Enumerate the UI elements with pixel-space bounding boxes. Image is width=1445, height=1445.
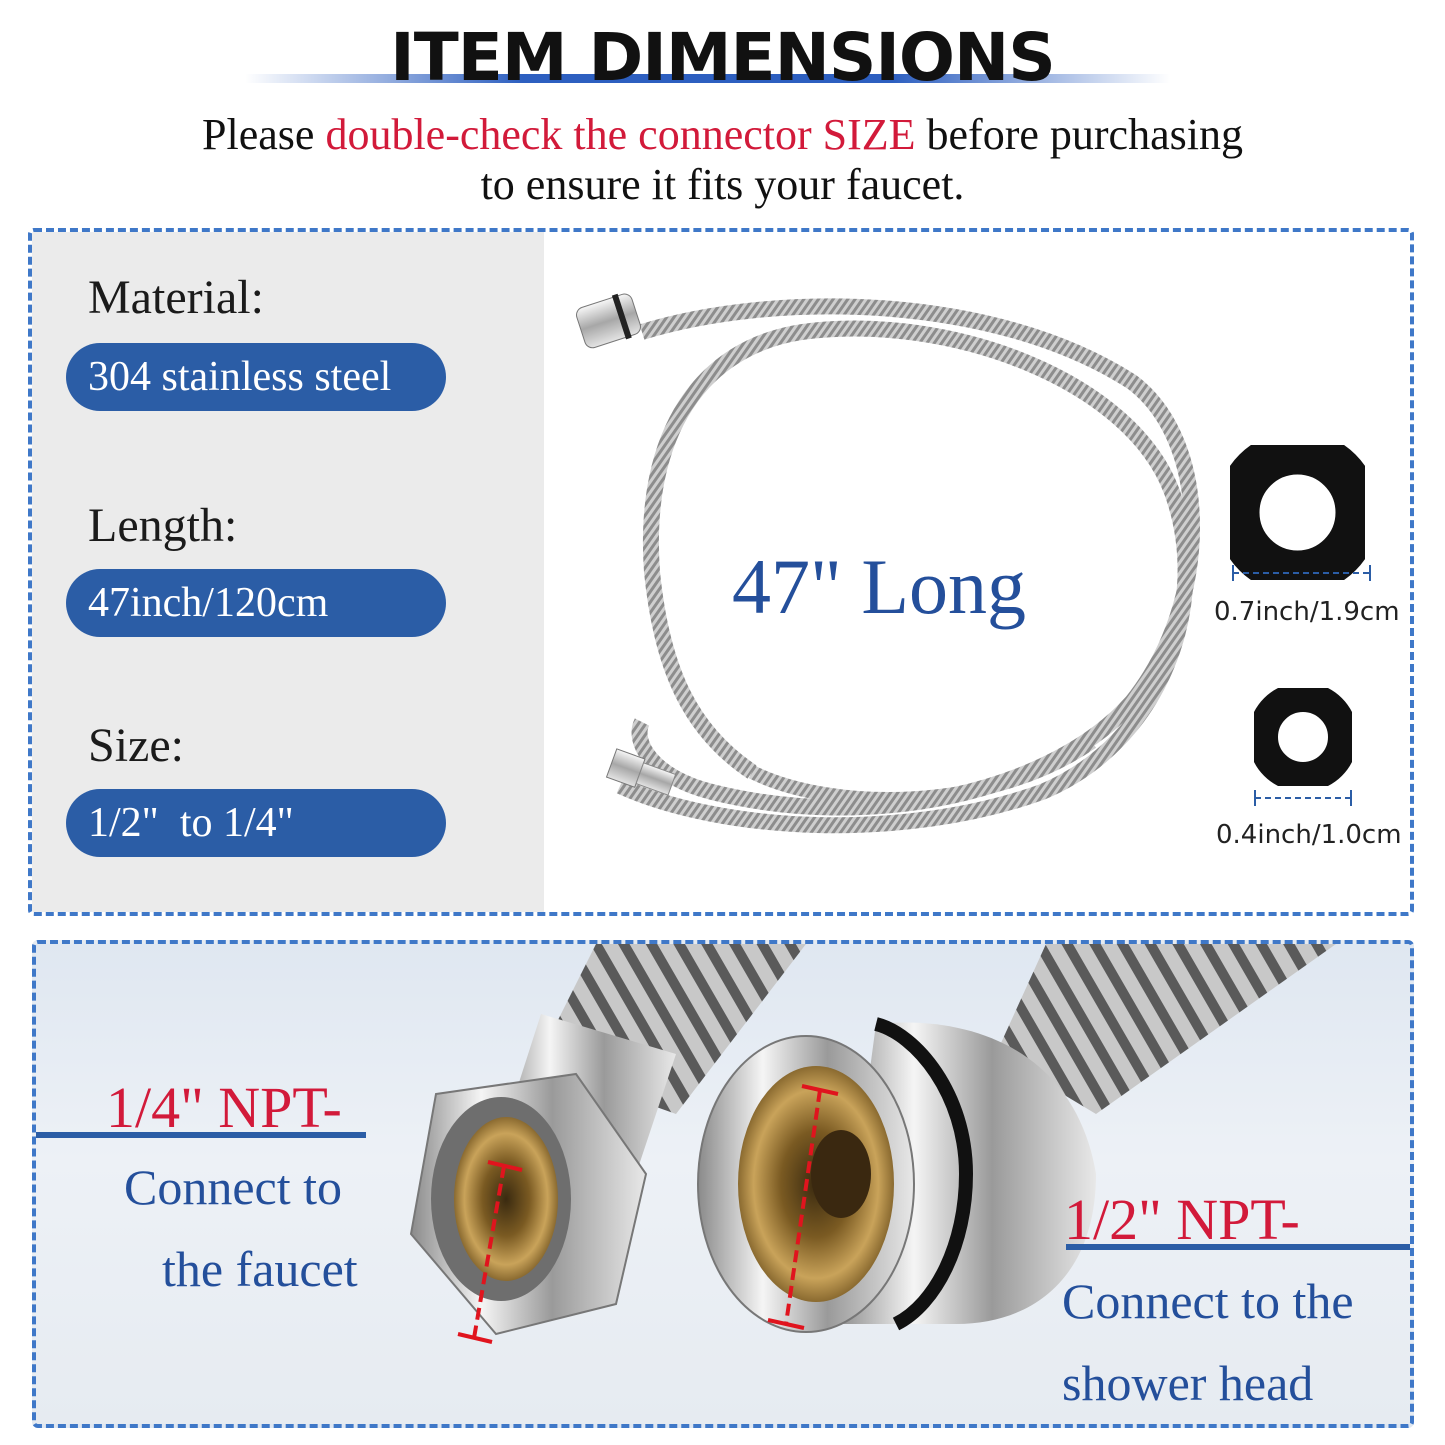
small-washer-dimension-line bbox=[1254, 790, 1352, 806]
page-title: ITEM DIMENSIONS bbox=[390, 19, 1056, 96]
notice-highlight: double-check the connector SIZE bbox=[325, 110, 916, 159]
small-washer-dimension: 0.4inch/1.0cm bbox=[1216, 820, 1402, 850]
notice-text: Please double-check the connector SIZE b… bbox=[0, 110, 1445, 210]
shower-connect-line-2: shower head bbox=[1062, 1355, 1314, 1411]
connector-panel: 1/4" NPT- Connect to the faucet 1/2" NPT… bbox=[32, 940, 1414, 1428]
faucet-connect-line-2: the faucet bbox=[162, 1241, 358, 1297]
material-label: Material: bbox=[88, 271, 264, 324]
title-underline bbox=[245, 74, 1170, 83]
faucet-connect-line-1: Connect to bbox=[124, 1159, 343, 1215]
size-label: Size: bbox=[88, 719, 184, 772]
faucet-npt-label: 1/4" NPT- bbox=[106, 1075, 342, 1140]
notice-prefix: Please bbox=[202, 110, 326, 159]
notice-suffix: before purchasing bbox=[915, 110, 1243, 159]
connectors-closeup-image bbox=[36, 944, 1410, 1344]
length-label: Length: bbox=[88, 499, 238, 552]
large-washer-image bbox=[1230, 445, 1365, 580]
large-washer-dimension: 0.7inch/1.9cm bbox=[1214, 597, 1400, 627]
notice-line-2: to ensure it fits your faucet. bbox=[480, 160, 965, 209]
spec-list: Material: 304 stainless steel Length: 47… bbox=[32, 232, 544, 912]
hose-length-label: 47" Long bbox=[732, 543, 1026, 630]
shower-connect-line-1: Connect to the bbox=[1062, 1273, 1354, 1329]
material-value: 304 stainless steel bbox=[66, 343, 446, 411]
coiled-hose-image bbox=[576, 293, 1200, 834]
length-value: 47inch/120cm bbox=[66, 569, 446, 637]
shower-npt-label: 1/2" NPT- bbox=[1064, 1187, 1300, 1252]
size-value: 1/2" to 1/4" bbox=[66, 789, 446, 857]
large-washer-dimension-line bbox=[1232, 565, 1371, 581]
notice-line-1: Please double-check the connector SIZE b… bbox=[0, 110, 1445, 160]
specs-panel: Material: 304 stainless steel Length: 47… bbox=[28, 228, 1414, 916]
small-washer-image bbox=[1254, 688, 1352, 786]
